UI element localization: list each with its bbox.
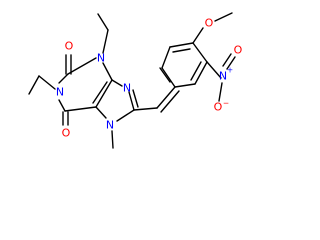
bond-ar-no2 [206, 61, 222, 79]
bond-n9-c8-double [132, 89, 139, 108]
bond-c4-c5 [95, 79, 113, 108]
bond-ar-ome [192, 27, 204, 44]
bond-c4-c5-double [92, 81, 108, 104]
bond-vinyl-double [156, 86, 176, 109]
bond-n7-methyl [111, 130, 114, 149]
bonds [28, 12, 236, 149]
bond-ar-5-inner [190, 61, 202, 81]
bond-ethyl-n1-b [38, 75, 56, 90]
bond-ar-4 [192, 42, 208, 63]
atom-n1: N [56, 86, 64, 99]
bond-ethyl-n3-b [102, 29, 109, 54]
bond-ethyl-n1-a [28, 75, 40, 95]
bond-n7-c5 [95, 106, 107, 119]
atom-n-nitro: N [219, 70, 227, 83]
atom-o-nitro-1: O [234, 44, 243, 57]
bond-no2-o1-double [222, 53, 232, 67]
bond-n3-c4 [102, 62, 113, 81]
atom-o-methoxy: O [205, 17, 214, 30]
bond-ar-1 [161, 67, 176, 88]
atom-n9: N [123, 82, 131, 95]
bond-ar-1-inner [159, 67, 171, 83]
bond-c4-n9 [111, 79, 123, 87]
atom-n7: N [106, 119, 114, 132]
atom-o-c2: O [65, 40, 74, 53]
atom-o-nitro-2-charge: − [223, 99, 229, 108]
atom-n-nitro-charge: + [227, 66, 233, 75]
atom-o-nitro-2: O [214, 101, 223, 114]
bond-ethyl-n3-a [97, 13, 109, 31]
bond-no2-o1 [226, 56, 236, 70]
bond-c2-n3 [67, 57, 97, 75]
bond-ar-5 [194, 61, 208, 85]
bond-n1-c2 [58, 73, 69, 84]
bond-vinyl-aryl [174, 83, 196, 88]
structure-diagram: O O N N N N O N + O O − [28, 12, 243, 149]
bond-n9-c8 [128, 91, 135, 111]
bond-c5-c6 [64, 106, 97, 112]
molecule-drawing: O O N N N N O N + O O − [28, 12, 243, 149]
atom-labels: O O N N N N O N + O O − [56, 17, 243, 140]
bond-c8-vinyl [133, 107, 158, 111]
atom-n3: N [97, 52, 105, 65]
bond-ar-3-inner [172, 48, 191, 53]
bond-vinyl-double-2 [160, 90, 180, 113]
bond-c6-n1 [58, 99, 66, 112]
bond-no2-o2 [218, 82, 223, 102]
bond-ar-2 [161, 46, 171, 69]
bond-c8-n7 [116, 109, 135, 122]
atom-o-c6: O [62, 127, 71, 140]
bond-ar-3 [169, 42, 194, 48]
bond-ome-me [214, 12, 233, 22]
